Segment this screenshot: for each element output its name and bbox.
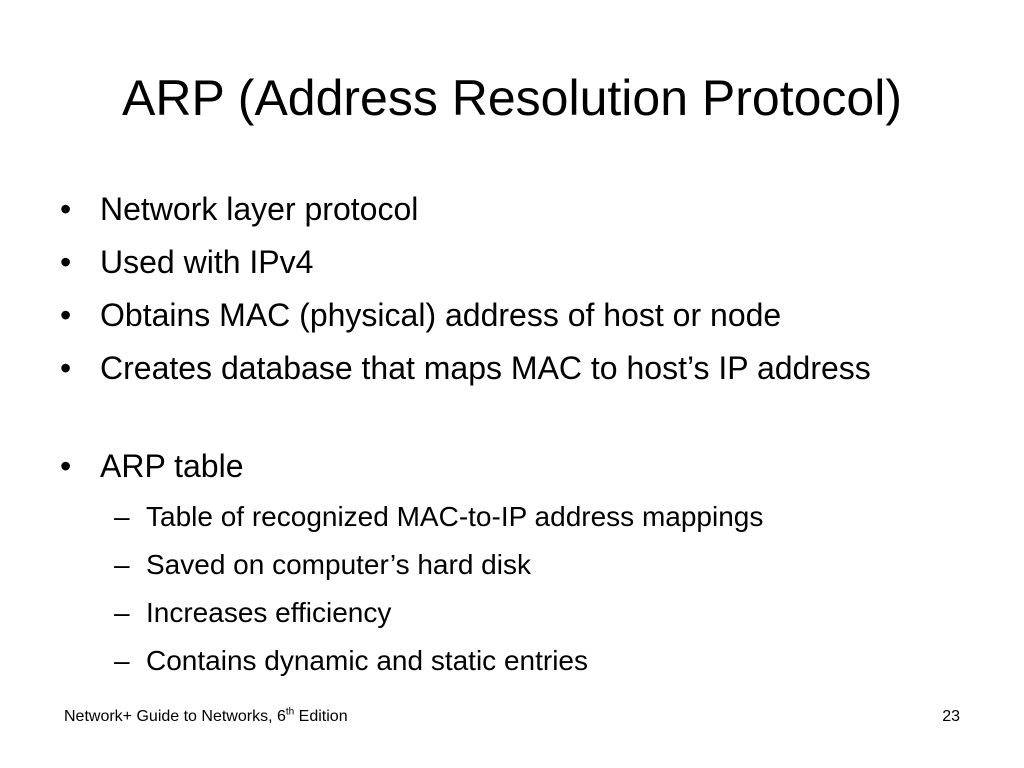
bullet-marker: • <box>60 244 72 280</box>
bullet-marker: • <box>60 448 72 484</box>
bullet-marker: • <box>60 297 72 333</box>
sub-bullet-marker: – <box>114 501 130 532</box>
sub-bullet-marker: – <box>114 645 130 676</box>
bullet-marker: • <box>60 350 72 386</box>
sub-bullet-item: – Table of recognized MAC-to-IP address … <box>0 501 1024 537</box>
bullet-text: Network layer protocol <box>100 191 419 227</box>
bullet-text: Creates database that maps MAC to host’s… <box>100 350 871 386</box>
sub-bullet-item: – Saved on computer’s hard disk <box>0 549 1024 585</box>
page-number: 23 <box>942 708 960 725</box>
bullet-item: • Creates database that maps MAC to host… <box>0 346 1024 436</box>
sub-bullet-text: Contains dynamic and static entries <box>146 645 588 676</box>
footer-edition-suffix: th <box>285 706 295 718</box>
bullet-item: • Used with IPv4 <box>0 244 1024 284</box>
sub-bullet-marker: – <box>114 597 130 628</box>
sub-bullet-text: Saved on computer’s hard disk <box>146 549 531 580</box>
bullet-item: • ARP table <box>0 448 1024 488</box>
footer-title-prefix: Network+ Guide to Networks, 6 <box>64 708 286 725</box>
sub-bullet-item: – Increases efficiency <box>0 597 1024 633</box>
footer-book-title: Network+ Guide to Networks, 6th Edition <box>64 707 348 727</box>
bullet-text: ARP table <box>100 448 244 484</box>
bullet-item: • Network layer protocol <box>0 191 1024 231</box>
bullet-text: Used with IPv4 <box>100 244 314 280</box>
sub-bullet-item: – Contains dynamic and static entries <box>0 645 1024 681</box>
bullet-item: • Obtains MAC (physical) address of host… <box>0 297 1024 337</box>
bullet-marker: • <box>60 191 72 227</box>
sub-bullet-marker: – <box>114 549 130 580</box>
slide-title: ARP (Address Resolution Protocol) <box>122 70 902 126</box>
bullet-text: Obtains MAC (physical) address of host o… <box>100 297 782 333</box>
sub-bullet-text: Table of recognized MAC-to-IP address ma… <box>146 501 764 532</box>
slide-content: • Network layer protocol • Used with IPv… <box>0 191 1024 681</box>
sub-bullet-text: Increases efficiency <box>146 597 392 628</box>
footer-edition-word: Edition <box>294 708 348 725</box>
